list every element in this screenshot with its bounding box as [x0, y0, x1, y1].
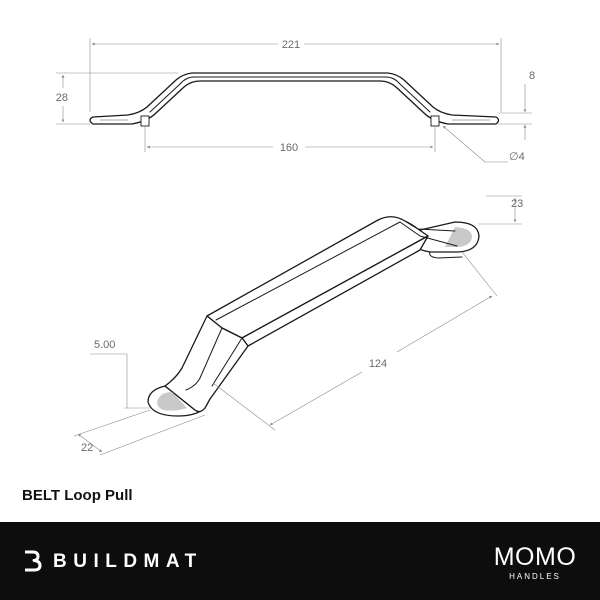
dimension-221: 221 [89, 38, 502, 112]
product-name: BELT Loop Pull [22, 487, 133, 504]
dim-8-label: 8 [529, 70, 535, 82]
isometric-view [147, 216, 480, 417]
dim-28-label: 28 [56, 92, 68, 104]
dimension-124: 124 [212, 251, 498, 431]
side-view-inner-edge [149, 76, 431, 113]
side-view-profile [89, 72, 500, 125]
buildmat-wordmark: BUILDMAT [53, 551, 203, 572]
buildmat-b-icon [25, 550, 42, 572]
dimension-22: 22 [73, 409, 206, 456]
technical-drawing: 221 28 8 160 ∅4 [56, 38, 535, 456]
dim-22-label: 22 [81, 442, 93, 454]
dim-23-label: 23 [511, 198, 523, 210]
footer-bar: BUILDMAT MOMO HANDLES [0, 522, 600, 600]
side-view [89, 72, 500, 127]
dimension-23: 23 [478, 195, 523, 225]
dimension-160: 160 [144, 126, 436, 154]
momo-handles-logo[interactable]: MOMO HANDLES [488, 544, 582, 581]
dimension-5: 5.00 [90, 339, 150, 409]
left-stud [140, 115, 150, 127]
dimension-28: 28 [56, 72, 178, 125]
dim-160-label: 160 [280, 142, 298, 154]
dim-221-label: 221 [282, 39, 300, 51]
momo-subtitle: HANDLES [509, 572, 561, 581]
dim-124-label: 124 [369, 358, 387, 370]
dimension-hole-diameter: ∅4 [442, 125, 525, 163]
dim-5-label: 5.00 [94, 339, 115, 351]
momo-wordmark: MOMO [493, 543, 577, 571]
right-stud [430, 115, 440, 127]
iso-bar-top [206, 216, 429, 339]
dimension-8: 8 [498, 70, 535, 140]
dim-hole-label: ∅4 [509, 151, 525, 163]
